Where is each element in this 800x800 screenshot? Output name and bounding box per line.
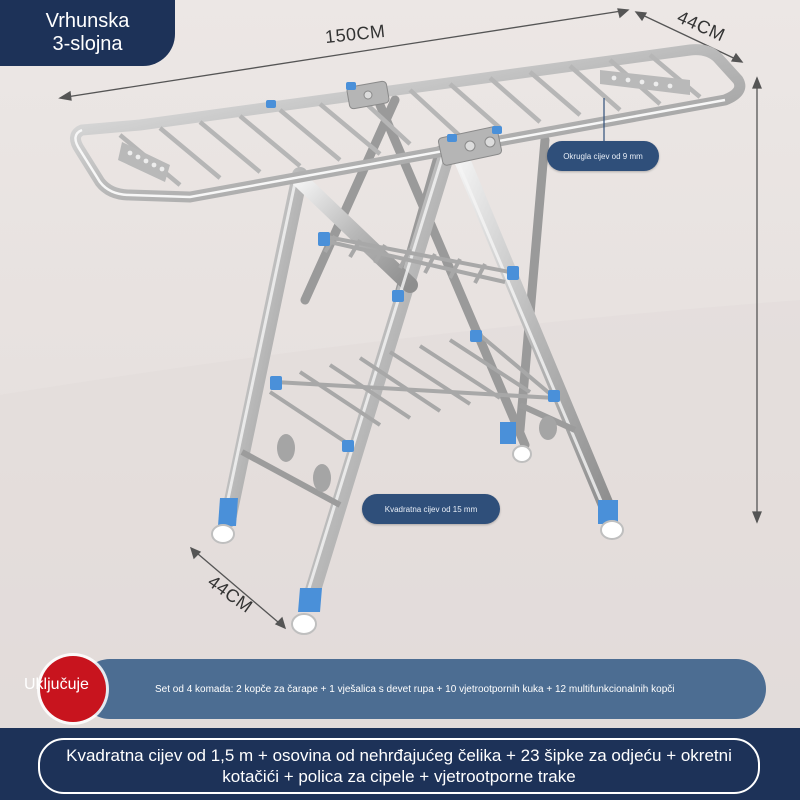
blue-connectors bbox=[266, 82, 560, 452]
footer-features: Kvadratna cijev od 1,5 m + osovina od ne… bbox=[38, 738, 760, 794]
caster-wheels bbox=[211, 445, 624, 635]
dimension-lines bbox=[58, 8, 762, 630]
badge-line-1: Vrhunska bbox=[45, 10, 130, 32]
includes-label: Uključuje bbox=[24, 676, 89, 693]
includes-badge bbox=[40, 656, 106, 722]
shoe-rack-cutouts bbox=[277, 416, 557, 492]
top-quality-badge: Vrhunska 3-slojna bbox=[0, 0, 175, 66]
top-rails bbox=[118, 53, 702, 187]
lower-shelf bbox=[268, 333, 557, 447]
rack-leg-highlights bbox=[222, 150, 606, 600]
includes-text: Set od 4 komada: 2 kopče za čarape + 1 v… bbox=[155, 683, 675, 695]
feet-caps bbox=[218, 422, 618, 612]
includes-bar: Set od 4 komada: 2 kopče za čarape + 1 v… bbox=[80, 659, 766, 719]
badge-line-2: 3-slojna bbox=[52, 33, 123, 55]
top-frame bbox=[70, 44, 746, 203]
footer-band bbox=[0, 728, 800, 800]
rack-front-legs bbox=[220, 142, 616, 608]
square-tube-callout: Kvadratna cijev od 15 mm bbox=[362, 494, 500, 524]
footer-text: Kvadratna cijev od 1,5 m + osovina od ne… bbox=[66, 746, 732, 786]
end-plate-left bbox=[118, 142, 170, 182]
end-plate-right bbox=[600, 70, 690, 95]
round-tube-callout: Okrugla cijev od 9 mm bbox=[547, 141, 659, 171]
